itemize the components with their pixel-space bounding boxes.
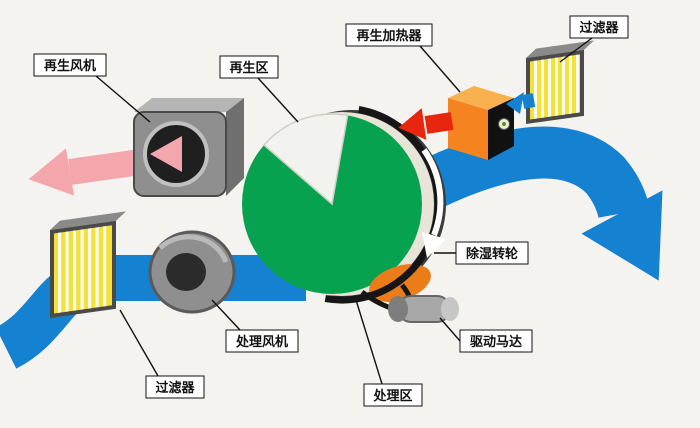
label-filter-bottom-text: 过滤器 <box>155 380 195 396</box>
leader-process-fan <box>211 299 241 331</box>
label-desiccant-wheel: 除湿转轮 <box>455 241 529 265</box>
label-desiccant-wheel-text: 除湿转轮 <box>466 246 518 262</box>
heated-air-arrow <box>398 108 454 140</box>
label-process-zone: 处理区 <box>363 383 423 407</box>
label-drive-motor: 驱动马达 <box>459 329 533 353</box>
label-regeneration-zone: 再生区 <box>219 55 279 79</box>
label-regeneration-fan-text: 再生风机 <box>44 58 96 74</box>
filter-top-component <box>526 40 594 124</box>
leader-filter-bottom <box>119 309 159 377</box>
leader-regen-heater <box>419 45 461 93</box>
regeneration-fan-component <box>133 98 244 197</box>
label-process-zone-text: 处理区 <box>372 388 412 404</box>
label-regeneration-heater-text: 再生加热器 <box>356 28 422 44</box>
leader-drive-motor <box>439 317 461 342</box>
label-regeneration-heater: 再生加热器 <box>345 23 433 47</box>
leader-lines <box>95 37 593 385</box>
label-regeneration-zone-text: 再生区 <box>229 60 268 76</box>
regeneration-inlet-arrow <box>506 92 536 114</box>
process-fan-component <box>148 230 236 314</box>
regeneration-heater-component <box>448 86 514 160</box>
label-process-fan: 处理风机 <box>225 329 299 353</box>
leader-filter-top <box>559 37 593 63</box>
regeneration-sector-wedge <box>262 113 349 206</box>
leader-regen-fan <box>95 75 151 123</box>
leader-regen-zone <box>257 77 299 123</box>
label-drive-motor-text: 驱动马达 <box>470 334 522 350</box>
label-filter-top-text: 过滤器 <box>579 20 619 36</box>
label-filter-top: 过滤器 <box>569 15 629 39</box>
desiccant-wheel-component <box>242 110 446 298</box>
filter-bottom-component <box>50 211 126 318</box>
label-regeneration-fan: 再生风机 <box>33 53 107 77</box>
fan-flow-direction-arrow <box>150 136 182 172</box>
wheel-rotation-arrow <box>421 148 446 258</box>
label-filter-bottom: 过滤器 <box>145 375 205 399</box>
label-process-fan-text: 处理风机 <box>235 334 288 350</box>
leader-process-zone <box>355 299 383 385</box>
labels-layer: 再生风机 再生区 再生加热器 过滤器 除湿转轮 驱动马达 处理风机 处理区 <box>33 15 629 407</box>
